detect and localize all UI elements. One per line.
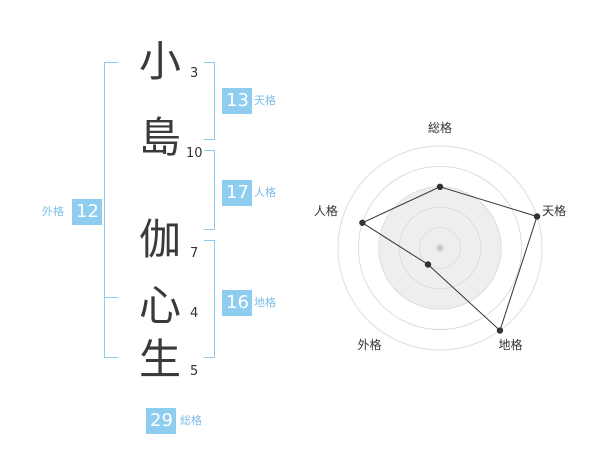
jinkaku-badge: 17 xyxy=(222,180,252,206)
gaikaku-badge: 12 xyxy=(72,199,102,225)
radar-inner-fill xyxy=(378,186,502,310)
gaikaku-bracket xyxy=(104,62,118,358)
radar-ring-outer xyxy=(337,145,543,351)
radar-axis-label-4: 外格 xyxy=(357,337,381,352)
name-char-3: 伽 xyxy=(138,215,181,264)
stroke-count-3: 7 xyxy=(190,246,199,261)
stroke-count-1: 3 xyxy=(190,66,199,81)
tenkaku-badge: 13 xyxy=(222,88,252,114)
stroke-count-4: 4 xyxy=(190,306,199,321)
radar-axis-label-3: 地格 xyxy=(499,337,523,352)
soukaku-label: 総格 xyxy=(180,414,202,427)
name-char-5: 生 xyxy=(138,335,181,384)
radar-ring-3 xyxy=(378,186,502,310)
name-char-2: 島 xyxy=(138,113,181,162)
gaikaku-label: 外格 xyxy=(42,205,64,218)
chikaku-bracket xyxy=(204,240,215,358)
radar-axis-label-1: 総格 xyxy=(428,120,452,135)
radar-center-dot xyxy=(436,244,444,252)
radar-ring-4 xyxy=(357,165,523,331)
radar-point-2 xyxy=(533,213,541,220)
stroke-count-2: 10 xyxy=(186,146,203,161)
stroke-count-5: 5 xyxy=(190,364,199,379)
tenkaku-bracket xyxy=(204,62,215,140)
soukaku-badge: 29 xyxy=(146,408,176,434)
radar-ring-2 xyxy=(398,206,482,290)
tenkaku-label: 天格 xyxy=(254,94,276,107)
name-char-1: 小 xyxy=(138,37,181,86)
radar-point-4 xyxy=(424,261,432,268)
chikaku-badge: 16 xyxy=(222,290,252,316)
gaikaku-bracket-mid xyxy=(104,297,118,298)
radar-ring-1 xyxy=(419,227,461,269)
chikaku-label: 地格 xyxy=(254,296,276,309)
radar-axis-label-5: 人格 xyxy=(314,203,338,218)
radar-point-5 xyxy=(359,219,366,226)
name-char-4: 心 xyxy=(138,281,181,330)
radar-series-polygon xyxy=(361,186,538,332)
radar-axis-label-2: 天格 xyxy=(542,203,566,218)
radar-point-1 xyxy=(436,183,444,190)
jinkaku-label: 人格 xyxy=(254,186,276,199)
radar-point-3 xyxy=(496,327,504,334)
jinkaku-bracket xyxy=(204,150,215,230)
